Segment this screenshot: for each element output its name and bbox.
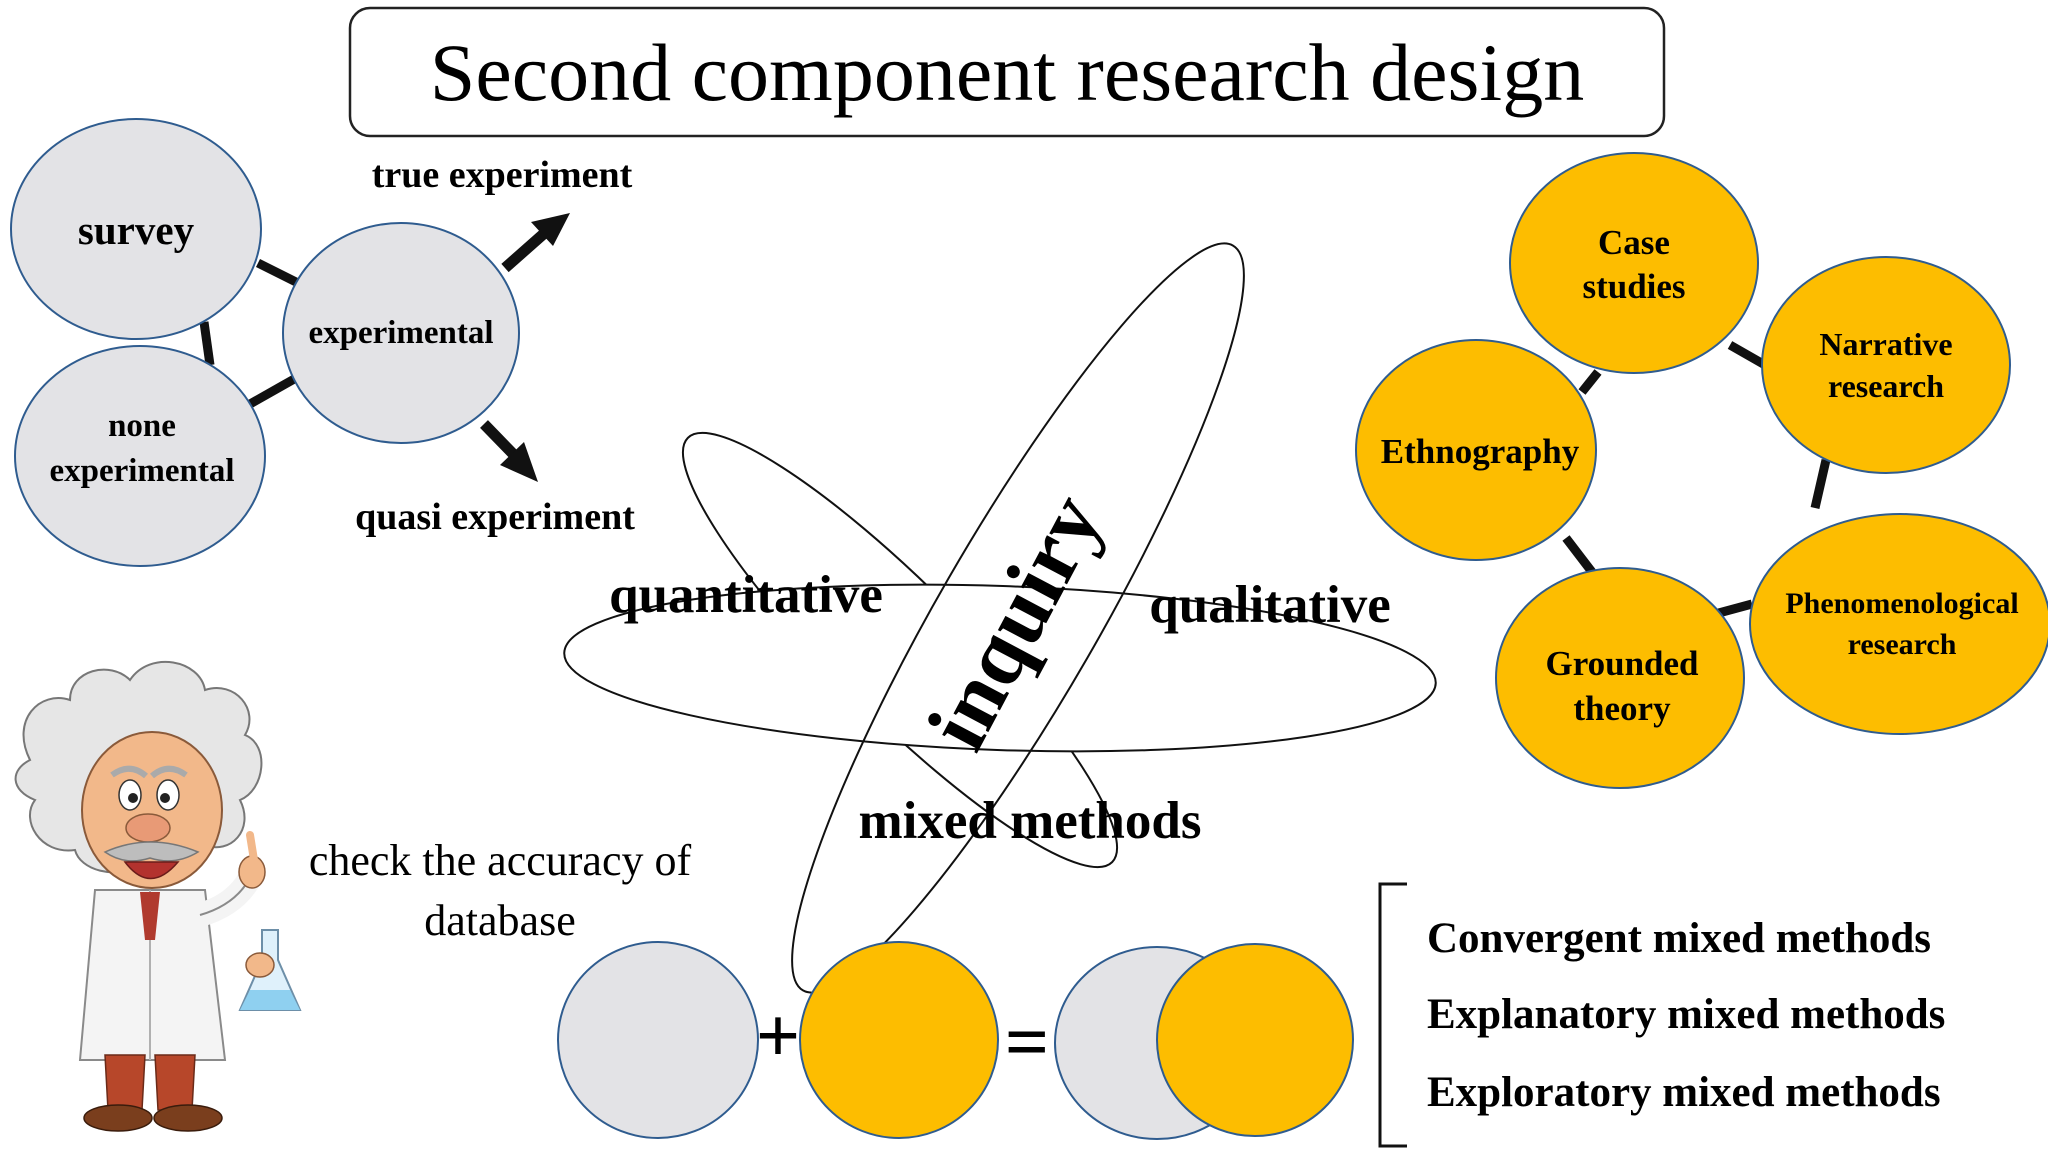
grounded-theory-label-line2: theory [1573,689,1671,728]
title-text: Second component research design [430,27,1584,118]
none-experimental-label-line2: experimental [49,453,234,489]
quantitative-cluster: survey experimental none experimental tr… [10,118,635,567]
connector-case-ethnography [1578,369,1602,395]
case-studies-label-line1: Case [1598,223,1670,262]
experimental-label: experimental [308,315,493,351]
connector-narrative-phenomenological [1810,458,1831,510]
exploratory-label: Exploratory mixed methods [1427,1069,1941,1116]
orbit-diagonal-up [791,242,1245,994]
scientist-caption-line1: check the accuracy of [309,836,692,885]
case-studies-label-line2: studies [1582,267,1685,306]
true-experiment-label: true experiment [372,154,633,196]
mixed-methods-bracket [1378,882,1407,1148]
scientist-caption-line2: database [424,896,575,945]
mixed-methods-label: mixed methods [858,792,1201,850]
phenomenological-label-line1: Phenomenological [1785,587,2018,620]
survey-label: survey [78,207,195,253]
survey-node [10,118,262,340]
equation-result-gold-circle [1156,943,1354,1137]
orbit-horizontal [563,583,1437,753]
connector-none-experimental [247,374,299,408]
connector-case-narrative [1727,341,1768,369]
equation-gold-circle [799,941,999,1139]
case-studies-node [1509,152,1759,374]
equation-gray-circle [557,941,759,1139]
quantitative-label: quantitative [609,566,883,624]
arrow-quasi-experiment-head [500,442,538,482]
ethnography-node [1355,339,1597,561]
grounded-theory-label-line1: Grounded [1545,644,1699,683]
inquiry-atom: inquiry quantitative qualitative mixed m… [563,242,1437,994]
title-box: Second component research design [348,6,1666,138]
arrow-true-experiment [501,225,552,273]
narrative-research-label-line1: Narrative [1819,326,1952,362]
mixed-methods-equation: + = [557,941,1354,1140]
phenomenological-research-node [1749,513,2048,735]
grounded-theory-node [1495,567,1745,789]
arrow-true-experiment-head [531,213,570,246]
narrative-research-label-line2: research [1828,368,1944,404]
connector-ethnography-grounded [1562,535,1596,575]
equation-plus: + [756,992,800,1079]
equation-equals: = [1005,998,1049,1085]
none-experimental-node [14,345,266,567]
connector-survey-experimental [255,258,305,290]
explanatory-label: Explanatory mixed methods [1427,991,1945,1038]
connector-survey-none [199,321,215,366]
qualitative-label: qualitative [1149,576,1390,634]
arrow-quasi-experiment [480,420,521,462]
connector-grounded-phenomenological [1713,599,1754,619]
scientist-illustration [14,661,302,1132]
experimental-node [282,222,520,444]
none-experimental-label-line1: none [108,408,176,444]
convergent-label: Convergent mixed methods [1427,915,1931,962]
phenomenological-label-line2: research [1848,628,1957,661]
qualitative-cluster: Case studies Narrative research Ethnogra… [1355,152,2048,789]
ethnography-label: Ethnography [1381,432,1580,471]
narrative-research-node [1761,256,2011,474]
quasi-experiment-label: quasi experiment [355,496,635,538]
